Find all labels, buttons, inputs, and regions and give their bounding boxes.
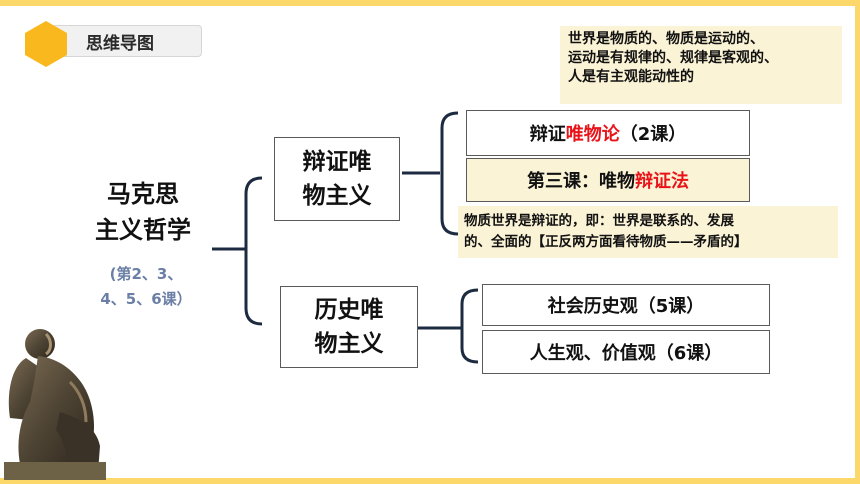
root-sub-line-2: 4、5、6课） [100,290,192,308]
historical-line-2: 物主义 [314,331,384,357]
historical-materialism-node: 历史唯 物主义 [280,286,418,368]
page-title: 思维导图 [86,34,154,54]
dialectics-note-line-2: 的、全面的【正反两方面看待物质——矛盾的】 [464,234,748,250]
right-border [855,0,860,484]
materialism-lesson-box: 辩证唯物论（2课） [466,110,750,156]
dialectical-line-2: 物主义 [302,183,372,209]
materialism-highlight: 唯物论 [565,124,620,145]
materialism-suffix: （2课） [619,124,687,145]
values-label: 人生观、价值观（6课） [529,343,723,364]
bottom-border [0,478,860,484]
values-box: 人生观、价值观（6课） [482,330,770,374]
worldview-note: 世界是物质的、物质是运动的、 运动是有规律的、规律是客观的、 人是有主观能动性的 [560,26,842,104]
root-sub-line-1: (第2、3、 [109,265,183,283]
materialism-prefix: 辩证 [529,124,566,145]
dialectics-prefix: 第三课：唯物 [527,171,635,192]
historical-line-1: 历史唯 [314,297,384,323]
worldview-note-line-3: 人是有主观能动性的 [568,69,694,85]
hexagon-icon [25,21,67,67]
social-history-label: 社会历史观（5课） [547,296,705,317]
dialectics-lesson-box: 第三课：唯物辩证法 [466,158,750,202]
dialectics-note-line-1: 物质世界是辩证的，即：世界是联系的、发展 [464,213,734,229]
dialectical-materialism-node: 辩证唯 物主义 [274,137,400,221]
root-line-2: 主义哲学 [95,216,191,244]
social-history-box: 社会历史观（5课） [482,284,770,326]
worldview-note-line-1: 世界是物质的、物质是运动的、 [568,31,764,47]
dialectics-highlight: 辩证法 [635,171,689,192]
top-border [0,0,860,6]
dialectical-line-1: 辩证唯 [302,149,372,175]
dialectics-note: 物质世界是辩证的，即：世界是联系的、发展 的、全面的【正反两方面看待物质——矛盾… [458,206,838,258]
thinker-statue-image [4,329,106,480]
worldview-note-line-2: 运动是有规律的、规律是客观的、 [568,50,778,66]
root-node: 马克思 主义哲学 [88,176,198,248]
root-subtitle: (第2、3、 4、5、6课） [86,262,206,312]
root-line-1: 马克思 [107,180,179,208]
